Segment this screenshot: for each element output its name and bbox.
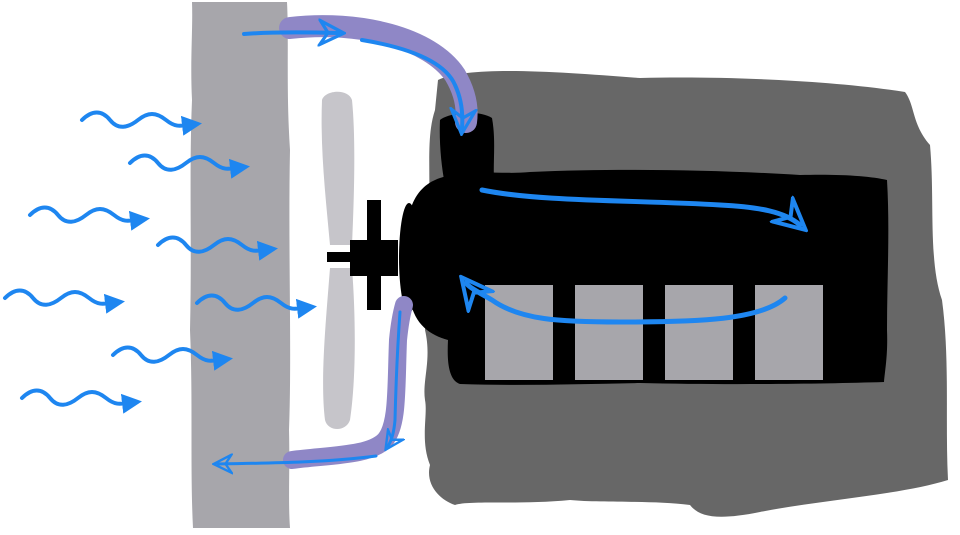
cylinder-3	[665, 285, 733, 380]
cylinder-2	[575, 285, 643, 380]
coolant-flow-arrow-block-bottom	[466, 283, 788, 325]
coolant-flow-arrow-radiator-bottom	[218, 456, 378, 464]
airflow-arrow-1	[80, 110, 202, 136]
airflow-arrows-group	[3, 110, 317, 414]
pulley-disc	[367, 200, 381, 310]
coolant-flow-arrow-radiator-top	[242, 32, 338, 34]
airflow-arrow-3	[28, 205, 150, 231]
radiator	[190, 2, 291, 528]
cylinder-4	[755, 285, 823, 380]
fan-blade-top	[321, 91, 355, 245]
coolant-flow-arrow-upper-hose	[360, 38, 462, 128]
pulley-flange	[399, 203, 419, 313]
airflow-arrow-6	[195, 293, 317, 319]
fan-blade-bottom	[323, 268, 355, 429]
coolant-flow-arrow-lower-hose	[388, 310, 400, 446]
airflow-arrow-8	[20, 388, 142, 414]
coolant-flow-arrow-block-top	[479, 187, 800, 225]
airflow-arrow-2	[128, 153, 250, 179]
airflow-arrow-4	[156, 235, 278, 261]
coolant-flow-group	[218, 32, 800, 464]
fan-hub	[327, 252, 351, 262]
airflow-arrow-7	[111, 345, 233, 371]
airflow-arrow-5	[3, 288, 125, 314]
